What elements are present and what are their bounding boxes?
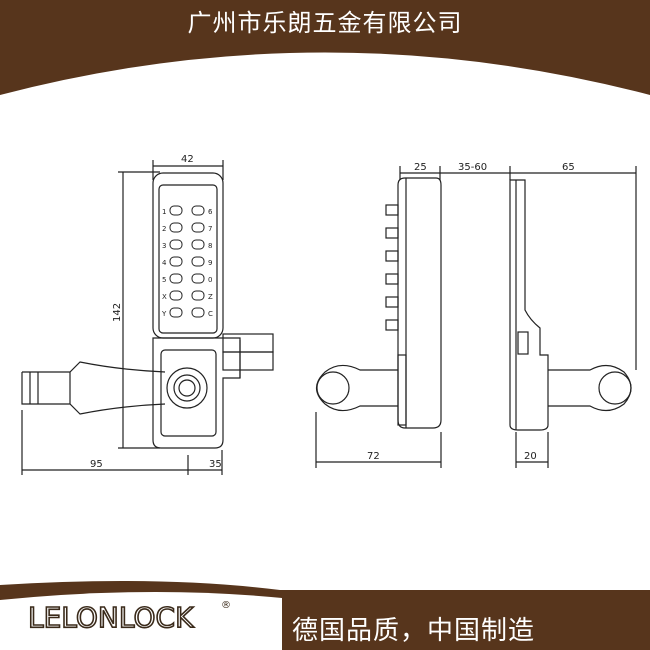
dim-depth: 25 [414, 162, 427, 173]
key-label: 5 [162, 276, 166, 284]
key-label: 6 [208, 208, 213, 216]
key-label: 4 [162, 259, 167, 267]
key-label: 3 [162, 242, 166, 250]
key-label: Z [208, 293, 213, 301]
key-label: 2 [162, 225, 166, 233]
dim-lever-length: 95 [90, 459, 103, 470]
brand-logo: LELONLOCK [27, 600, 194, 635]
header-band [0, 0, 650, 95]
key-label: X [162, 293, 167, 301]
key-label: 7 [208, 225, 212, 233]
key-label: 0 [208, 276, 212, 284]
dim-overall-depth: 72 [367, 451, 380, 462]
registered-mark: ® [221, 600, 231, 611]
key-label: 1 [162, 208, 166, 216]
dim-height: 142 [112, 303, 123, 322]
key-label: 8 [208, 242, 212, 250]
dim-width-top: 42 [181, 154, 194, 165]
slogan: 德国品质，中国制造 [292, 616, 536, 646]
key-label: C [208, 310, 213, 318]
company-name: 广州市乐朗五金有限公司 [187, 9, 463, 37]
key-label: 9 [208, 259, 212, 267]
dim-door-thickness: 35-60 [458, 162, 487, 173]
dim-thickness: 20 [524, 451, 537, 462]
footer-logo-panel [0, 591, 282, 650]
key-label: Y [161, 310, 167, 318]
dim-backset: 35 [209, 459, 222, 470]
dim-width: 65 [562, 162, 575, 173]
